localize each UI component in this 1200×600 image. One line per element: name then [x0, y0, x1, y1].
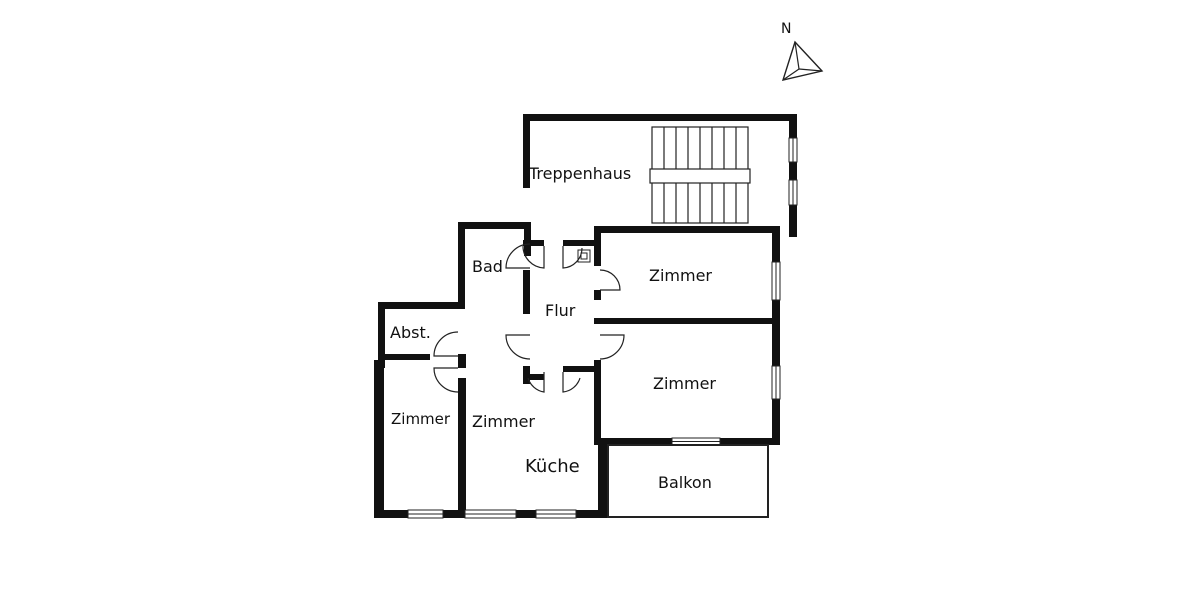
walls [374, 114, 797, 518]
balcony [607, 444, 769, 518]
room-label-flur: Flur [545, 301, 576, 320]
north-arrow-icon [781, 40, 824, 81]
room-label-zimmer-left: Zimmer [391, 410, 451, 428]
north-label: N [781, 21, 791, 37]
room-label-kueche: Küche [525, 456, 580, 477]
stairs [649, 126, 751, 224]
room-label-abst: Abst. [390, 323, 431, 342]
room-label-treppenhaus: Treppenhaus [528, 164, 631, 183]
room-label-zimmer-top-right: Zimmer [649, 266, 712, 285]
room-labels: Treppenhaus Bad Flur Abst. Zimmer Zimmer… [390, 164, 716, 492]
windows [407, 137, 798, 519]
room-label-zimmer-mid-right: Zimmer [653, 374, 716, 393]
door-swings [433, 243, 625, 393]
room-label-bad: Bad [472, 257, 503, 276]
room-label-zimmer-center: Zimmer [472, 412, 535, 431]
compass: N [781, 21, 824, 81]
room-label-balkon: Balkon [658, 473, 712, 492]
